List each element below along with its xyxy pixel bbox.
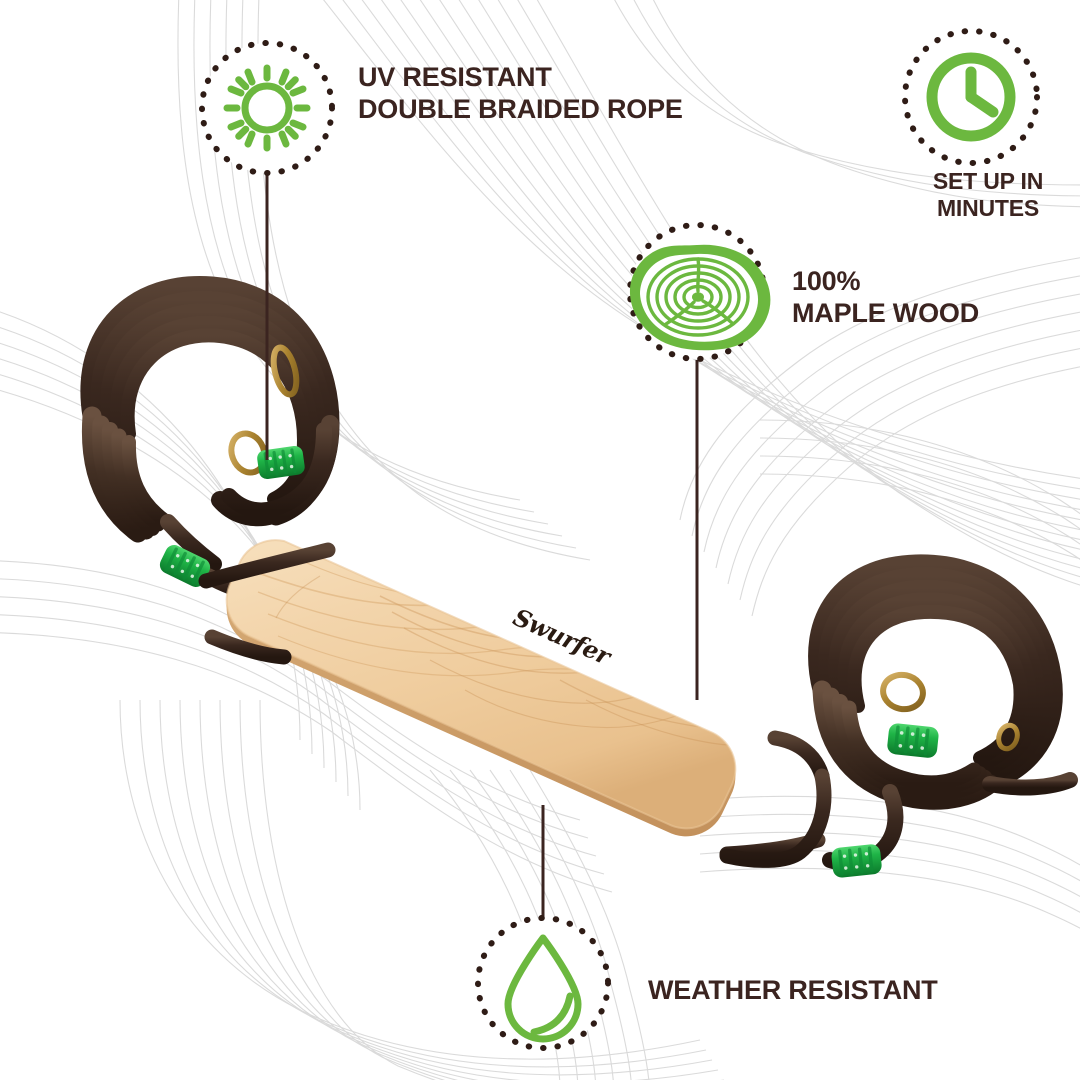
cord-lock-left-upper: [257, 445, 305, 480]
maple-swing-board: Swurfer: [198, 539, 832, 868]
brass-ring-left-lower: [228, 430, 268, 476]
brass-ring-left-upper: [270, 344, 300, 398]
brass-ring-right-upper: [880, 671, 926, 713]
rope-coil-right: [808, 554, 1078, 878]
cord-lock-left-lower: [159, 545, 211, 587]
brass-ring-right-lower: [996, 722, 1020, 752]
cord-lock-right-upper: [887, 723, 939, 758]
cord-lock-right-lower: [831, 844, 882, 878]
